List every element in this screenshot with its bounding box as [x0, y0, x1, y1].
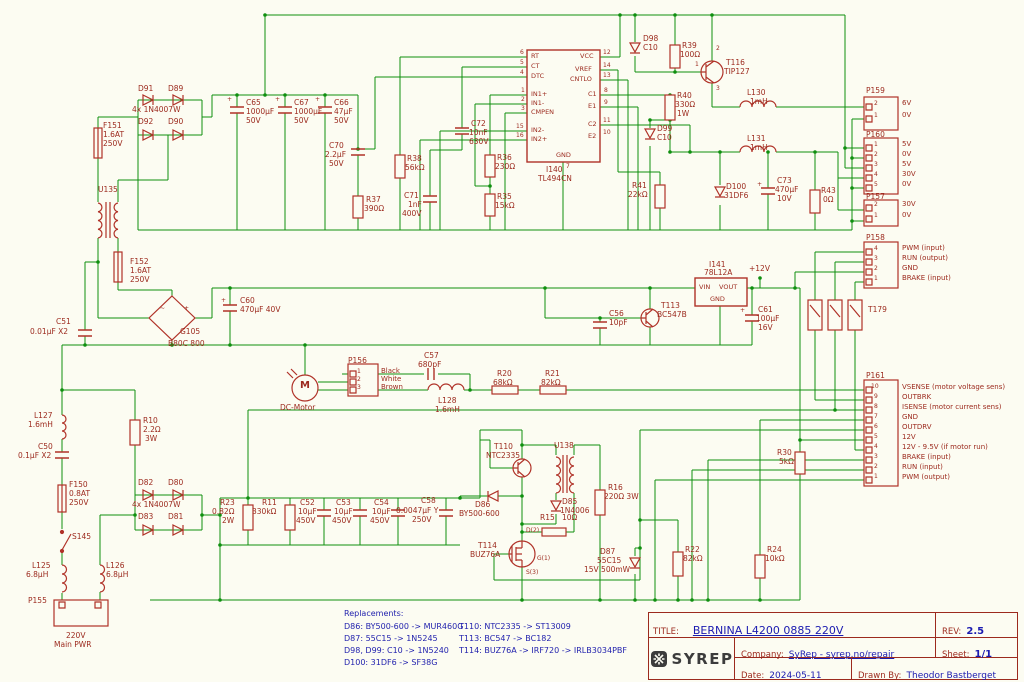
date-label: Date:	[741, 671, 765, 681]
diode-symbols	[142, 42, 727, 569]
capacitor-symbols	[55, 106, 775, 517]
drawn-by-cell: Drawn By: Theodor Bastberget	[851, 658, 1017, 681]
tl494-ic-box	[526, 49, 601, 163]
connector-boxes	[53, 96, 899, 627]
company-value: SyRep - syrep.no/repair	[788, 650, 895, 660]
rev-value: 2.5	[966, 626, 985, 637]
syrep-logo: SYREP	[649, 638, 735, 679]
schematic-title: BERNINA L4200 0885 220V	[692, 624, 844, 637]
sheet-label: Sheet:	[942, 650, 970, 660]
date-cell: Date: 2024-05-11	[735, 658, 851, 681]
drawn-by-value: Theodor Bastberget	[906, 671, 997, 681]
dc-motor-symbol	[286, 368, 319, 402]
bridge-rectifier-symbol	[148, 295, 196, 341]
sheet-value: 1/1	[974, 649, 993, 660]
title-block: TITLE: BERNINA L4200 0885 220V REV: 2.5 S…	[648, 612, 1018, 681]
component-layer	[53, 42, 899, 627]
sheet-cell: Sheet: 1/1	[935, 638, 1017, 660]
resistor-symbols	[129, 44, 821, 579]
date-value: 2024-05-11	[769, 671, 822, 681]
optocoupler-symbols	[807, 299, 863, 331]
logo-text: SYREP	[671, 649, 734, 668]
transistor-symbols	[508, 60, 724, 568]
rev-label: REV:	[942, 627, 962, 637]
title-label: TITLE:	[653, 627, 679, 637]
drawn-by-label: Drawn By:	[858, 671, 902, 681]
title-row: TITLE: BERNINA L4200 0885 220V	[649, 613, 935, 638]
logo-gear-icon	[650, 650, 667, 667]
inductor-symbols	[61, 100, 777, 593]
rev-cell: REV: 2.5	[935, 613, 1017, 638]
company-cell: Company: SyRep - syrep.no/repair	[735, 638, 935, 660]
wire-layer	[61, 14, 866, 601]
fuse-symbols	[57, 127, 123, 513]
regulator-78l12a-box	[694, 277, 748, 307]
connector-pin-squares	[58, 103, 873, 609]
company-label: Company:	[741, 650, 784, 660]
switch-symbol	[59, 529, 72, 554]
